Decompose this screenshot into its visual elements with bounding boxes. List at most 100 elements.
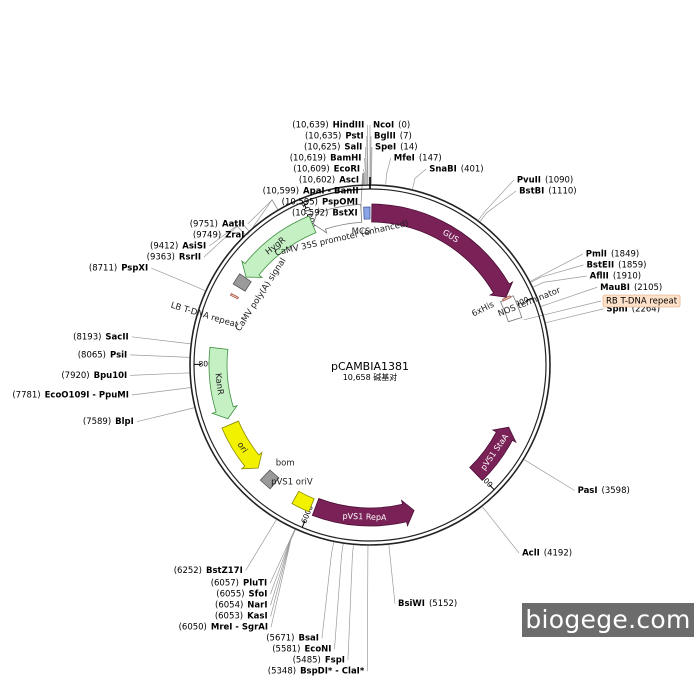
site-leader-line — [385, 157, 392, 185]
site-leader-line — [247, 199, 278, 236]
feature-pvs1-repa — [311, 498, 415, 527]
highlight-leader-line — [523, 300, 602, 321]
site-apai-banii: ApaI - BanII(10,599) — [263, 187, 359, 197]
site-name: PvuII — [517, 176, 541, 186]
site-position: (6057) — [211, 579, 239, 589]
site-name: HindIII — [333, 121, 365, 131]
site-psti: PstI(10,635) — [305, 132, 364, 142]
site-bpu10i: Bpu10I(7920) — [61, 371, 127, 381]
site-name: EcoNI — [305, 645, 332, 655]
site-position: (1849) — [611, 250, 639, 260]
site-name: AatII — [222, 220, 245, 230]
site-leader-lines — [130, 125, 604, 672]
highlight-feature-label: RB T-DNA repeat — [606, 297, 678, 307]
site-zrai: ZraI(9749) — [193, 231, 245, 241]
site-position: (6050) — [179, 623, 207, 633]
site-name: MauBI — [600, 283, 630, 293]
highlight-feature-box — [602, 294, 681, 308]
site-sali: SalI (10,625) — [304, 143, 362, 153]
site-name: NarI — [247, 601, 267, 611]
site-position: (9412) — [150, 242, 178, 252]
site-position: (2105) — [634, 283, 662, 293]
site-psii: PsiI(8065) — [78, 350, 127, 360]
site-nari: NarI(6054) — [215, 601, 267, 611]
site-bsiwi: BsiWI(5152) — [398, 599, 457, 609]
site-asisi: AsiSI(9412) — [150, 242, 206, 252]
site-leader-line — [479, 190, 517, 222]
site-name: AflII — [590, 272, 609, 282]
site-leader-line — [270, 529, 296, 606]
site-name: PspXI — [121, 264, 148, 274]
feature-hygr — [241, 215, 317, 278]
site-position: (6252) — [174, 566, 202, 576]
site-position: (7) — [400, 132, 412, 142]
site-name: AscI — [339, 176, 359, 186]
site-leader-line — [130, 354, 190, 358]
site-name: PspOMI — [322, 198, 358, 208]
tick-mark — [302, 201, 307, 209]
site-ncoi: NcoI(0) — [373, 121, 410, 131]
feature-nos-terminator — [499, 295, 523, 323]
site-pspxi: PspXI (8711) — [89, 264, 148, 274]
site-mfei: MfeI (147) — [394, 154, 442, 164]
site-leader-line — [478, 179, 515, 221]
site-name: BglII — [374, 132, 396, 142]
site-position: (10,592) — [292, 209, 328, 219]
feature-mcs — [363, 206, 371, 220]
site-position: (10,619) — [290, 154, 326, 164]
site-name: EcoRI — [334, 165, 360, 175]
site-leader-line — [270, 529, 296, 617]
site-sacii: SacII(8193) — [73, 332, 129, 342]
site-position: (5348) — [268, 667, 296, 677]
site-position: (147) — [419, 154, 442, 164]
site-position: (10,625) — [304, 143, 340, 153]
site-leader-line — [321, 542, 335, 639]
tick-mark — [488, 484, 495, 491]
site-sphi: SphI(2264) — [606, 304, 660, 314]
site-pmli: PmlI (1849) — [586, 250, 639, 260]
site-name: BsiWI — [398, 599, 425, 609]
feature-6xhis — [502, 295, 512, 302]
site-position: (8711) — [89, 264, 117, 274]
site-name: PmlI — [586, 250, 607, 260]
feature-camv-poly-a-signal — [232, 273, 252, 292]
site-position: (9751) — [190, 220, 218, 230]
site-position: (8065) — [78, 350, 106, 360]
site-name: MreI - SgrAI — [211, 623, 268, 633]
site-acli: AclI (4192) — [522, 549, 572, 559]
site-bsai: BsaI(5671) — [266, 634, 319, 644]
site-pasi: PasI(3598) — [578, 486, 630, 496]
site-pspomi: PspOMI(10,595) — [282, 198, 358, 208]
site-position: (1910) — [613, 272, 641, 282]
site-leader-line — [364, 147, 367, 185]
site-position: (10,599) — [263, 187, 299, 197]
site-ecoo109i-ppumi: EcoO109I - PpuMI(7781) — [12, 390, 129, 400]
site-name: AclI — [522, 549, 540, 559]
site-name: SphI — [606, 304, 627, 314]
site-position: (10,609) — [293, 165, 329, 175]
site-econi: EcoNI(5581) — [272, 645, 331, 655]
site-name: BstXI — [332, 209, 357, 219]
site-leader-line — [482, 506, 520, 554]
site-position: (0) — [398, 121, 410, 131]
site-leader-line — [545, 308, 604, 324]
site-bstbi: BstBI(1110) — [519, 187, 577, 197]
site-position: (401) — [461, 165, 484, 175]
site-name: SalI — [344, 143, 362, 153]
site-name: BsaI — [299, 634, 319, 644]
site-leader-line — [362, 168, 366, 185]
site-position: (7920) — [61, 371, 89, 381]
site-ecori: EcoRI (10,609) — [293, 165, 360, 175]
site-position: (1090) — [545, 176, 573, 186]
site-name: KasI — [247, 612, 268, 622]
site-leader-line — [412, 168, 427, 190]
site-pvuii: PvuII (1090) — [517, 176, 573, 186]
site-position: (8193) — [73, 332, 101, 342]
site-position: (7589) — [83, 417, 111, 427]
site-leader-line — [151, 267, 206, 292]
site-position: (4192) — [544, 549, 572, 559]
feature-ori — [221, 420, 263, 470]
site-name: MfeI — [394, 154, 415, 164]
site-leader-line — [131, 387, 191, 396]
